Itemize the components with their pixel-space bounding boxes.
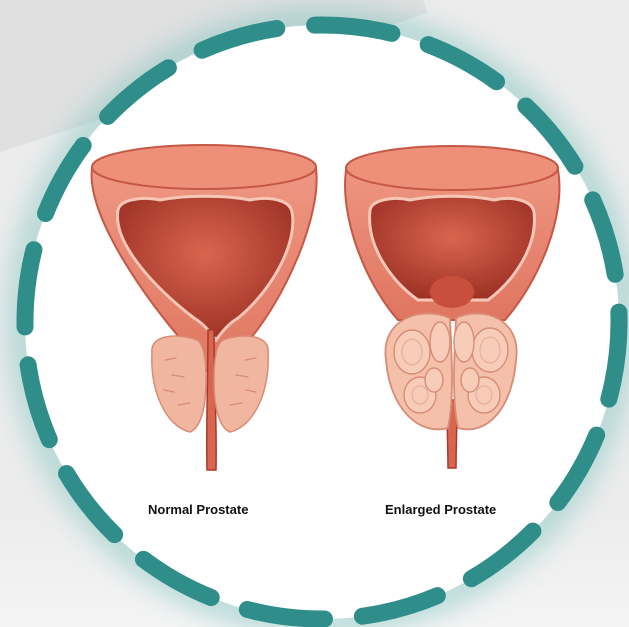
normal-prostate-label: Normal Prostate: [148, 502, 248, 517]
enlarged-prostate-label: Enlarged Prostate: [385, 502, 496, 517]
